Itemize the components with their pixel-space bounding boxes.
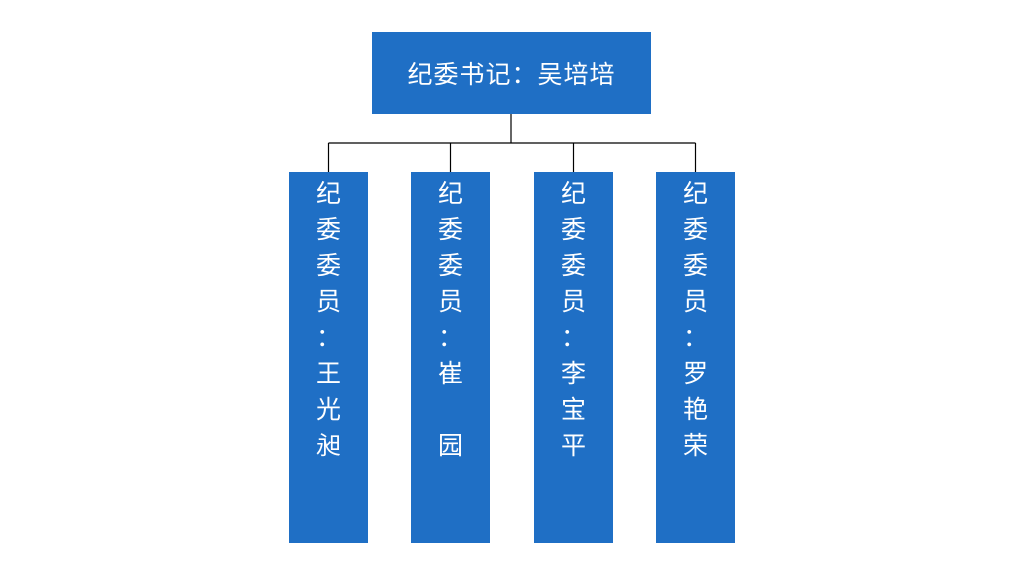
member-char: ： [682,323,708,352]
member-char: 纪 [560,179,586,208]
member-char [411,392,490,428]
member-char: 员 [682,287,708,316]
member-char: 纪 [437,179,463,208]
member-char: 委 [560,215,586,244]
root-node-label: 纪委书记：吴培培 [407,60,616,89]
member-char: 罗 [682,359,708,388]
member-char: 平 [560,431,586,460]
member-char: 员 [437,287,463,316]
member-char: 昶 [315,431,341,460]
member-char: 纪 [682,179,708,208]
member-char: 艳 [682,395,708,424]
member-node-4: 纪 委 委 员 ： 罗 艳 荣 [656,172,735,543]
member-char: 王 [315,359,341,388]
member-char: 崔 [437,359,463,388]
member-char: 纪 [315,179,341,208]
member-char: ： [437,323,463,352]
member-node-3: 纪 委 委 员 ： 李 宝 平 [534,172,613,543]
member-char: 员 [560,287,586,316]
member-char: 委 [682,215,708,244]
member-char: 委 [315,215,341,244]
member-char: 园 [437,431,463,460]
member-char: 委 [437,215,463,244]
member-char: 委 [437,251,463,280]
member-char: 光 [315,395,341,424]
member-char: 委 [560,251,586,280]
member-char: 李 [560,359,586,388]
root-node-secretary: 纪委书记：吴培培 [372,32,651,114]
member-char: ： [315,323,341,352]
member-char: 宝 [560,395,586,424]
member-char: 委 [682,251,708,280]
member-char: 员 [315,287,341,316]
member-char: 荣 [682,431,708,460]
member-char: ： [560,323,586,352]
member-node-2: 纪 委 委 员 ： 崔 园 [411,172,490,543]
member-node-1: 纪 委 委 员 ： 王 光 昶 [289,172,368,543]
member-char: 委 [315,251,341,280]
